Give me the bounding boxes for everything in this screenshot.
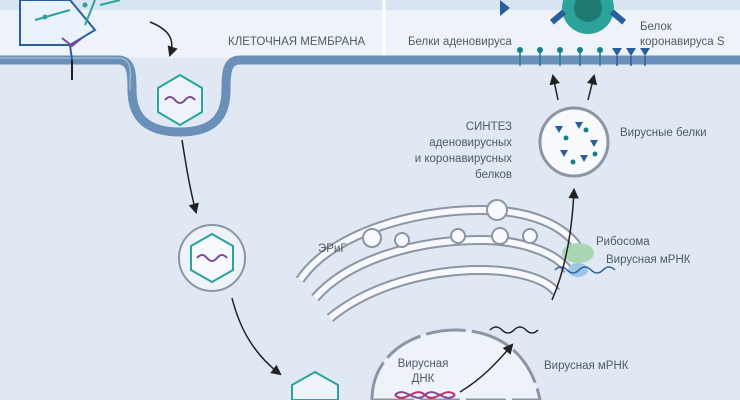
adenovirus-proteins xyxy=(517,47,603,66)
arrow-up-left xyxy=(549,73,560,101)
cell-membrane xyxy=(0,55,740,137)
viral-dna-label-2: ДНК xyxy=(412,373,435,385)
viral-proteins-label: Вирусные белки xyxy=(620,127,707,139)
endosome xyxy=(178,224,246,292)
coronavirus-s-label-1: Белок xyxy=(640,21,673,33)
arrow-mrna-export xyxy=(459,343,514,393)
er-label: ЭРиГ xyxy=(318,243,347,255)
er-golgi xyxy=(295,199,585,322)
virus-binding xyxy=(19,0,121,80)
synthesis-label-1: СИНТЕЗ xyxy=(466,121,512,133)
viral-mrna-lower-label: Вирусная мРНК xyxy=(544,360,629,372)
arrow-entry xyxy=(149,21,178,57)
viral-mrna-upper-label: Вирусная мРНК xyxy=(606,254,691,266)
protein-vesicle xyxy=(538,106,610,178)
coronavirus-s-proteins xyxy=(612,48,650,66)
viral-dna xyxy=(394,391,456,399)
virus-at-nucleus xyxy=(291,370,339,400)
adenovirus-proteins-label: Белки аденовируса xyxy=(408,36,512,48)
synthesis-label-3: и коронавирусных xyxy=(415,153,513,165)
arrow-to-nucleus xyxy=(231,297,282,376)
ribosome-label: Рибосома xyxy=(596,236,650,248)
arrow-to-vesicle xyxy=(551,187,579,301)
synthesis-label-4: белков xyxy=(475,169,512,181)
virus-exiting xyxy=(500,0,627,34)
arrow-up-right xyxy=(586,73,598,101)
nucleus xyxy=(370,328,542,400)
viral-mrna-strand-lower xyxy=(489,326,539,334)
membrane-label: КЛЕТОЧНАЯ МЕМБРАНА xyxy=(228,36,366,48)
arrow-endosome xyxy=(181,139,199,215)
viral-dna-label-1: Вирусная xyxy=(398,358,449,370)
virus-endocytosed xyxy=(157,73,203,127)
coronavirus-s-label-2: коронавируса S xyxy=(640,36,725,48)
synthesis-label-2: аденовирусных xyxy=(429,137,512,149)
viral-mrna-strand-upper xyxy=(554,266,616,274)
